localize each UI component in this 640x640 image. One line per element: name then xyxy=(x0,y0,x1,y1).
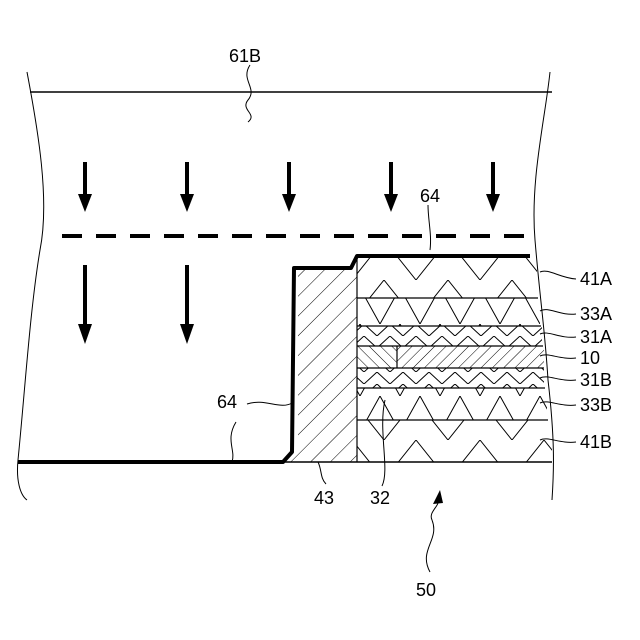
label-41B: 41B xyxy=(580,432,612,452)
part-43-fill xyxy=(290,256,357,462)
layer-33A-fill xyxy=(357,298,540,326)
down-arrow-icon xyxy=(180,265,194,344)
down-arrow-icon xyxy=(78,265,92,344)
label-50: 50 xyxy=(416,580,436,600)
film-left-edge xyxy=(17,72,43,500)
label-41A: 41A xyxy=(580,269,612,289)
down-arrow-icon xyxy=(282,162,296,212)
layer-31A-fill xyxy=(357,326,542,346)
layer-stack xyxy=(357,256,552,462)
layer-41B-fill xyxy=(357,420,552,462)
down-arrow-icon xyxy=(78,162,92,212)
layer-33B-fill xyxy=(357,388,547,420)
down-arrow-icon xyxy=(180,162,194,212)
label-64-top: 64 xyxy=(420,186,440,206)
lower-arrow-row xyxy=(78,265,194,344)
assembly-50-arrow xyxy=(426,490,443,572)
down-arrow-icon xyxy=(486,162,500,212)
label-33A: 33A xyxy=(580,304,612,324)
label-43: 43 xyxy=(314,488,334,508)
label-10: 10 xyxy=(580,348,600,368)
label-33B: 33B xyxy=(580,395,612,415)
layer-32-fill xyxy=(357,346,397,368)
layer-41A-fill xyxy=(357,256,537,298)
down-arrow-icon xyxy=(384,162,398,212)
layer-10-fill xyxy=(397,346,544,368)
label-61B: 61B xyxy=(229,46,261,66)
label-31A: 31A xyxy=(580,327,612,347)
label-32: 32 xyxy=(370,488,390,508)
label-64-left: 64 xyxy=(217,392,237,412)
layer-31B-fill xyxy=(357,368,544,388)
label-31B: 31B xyxy=(580,370,612,390)
